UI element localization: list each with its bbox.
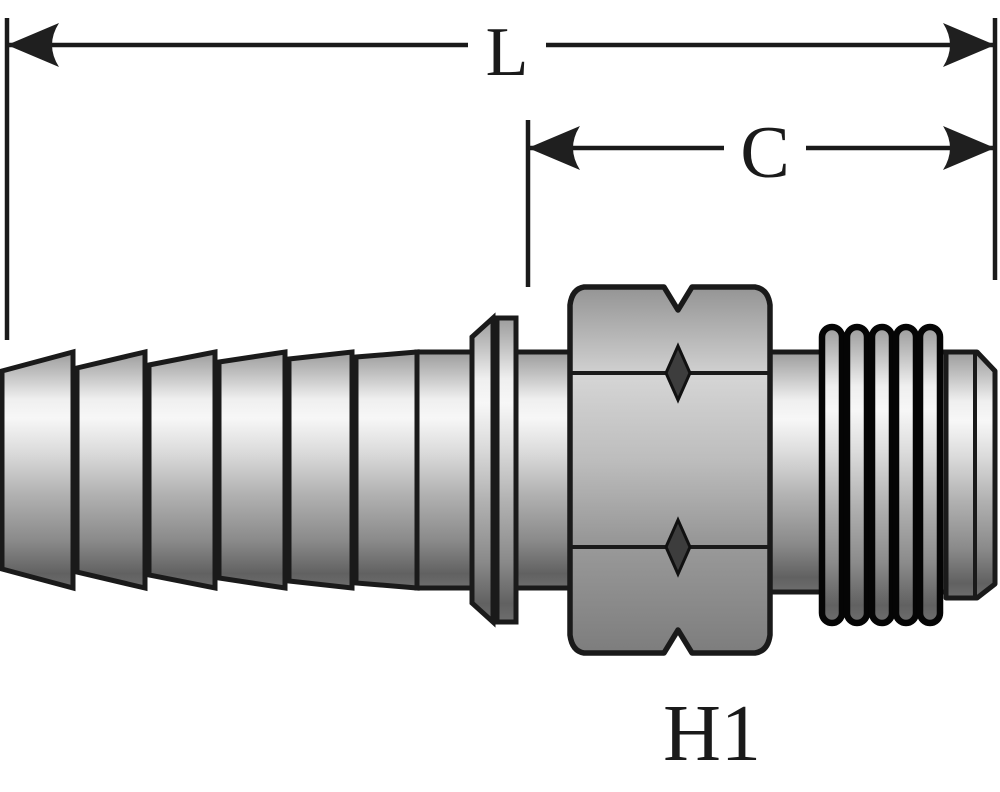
hex-nut-outline xyxy=(567,284,773,656)
hex-diamond-marker-upper xyxy=(664,342,692,404)
hex-size-label: H1 xyxy=(663,690,761,778)
arrowhead-right-icon xyxy=(943,126,995,170)
thread-ridge-4 xyxy=(892,323,920,627)
male-thread-end xyxy=(767,323,998,627)
fitting-tip xyxy=(943,349,998,601)
arrowhead-left-icon xyxy=(528,126,580,170)
hex-diamond-marker-lower xyxy=(664,516,692,578)
stem-cylinder xyxy=(414,349,475,591)
collar-ring xyxy=(494,315,519,625)
arrowhead-left-icon xyxy=(7,23,59,67)
barb-1 xyxy=(0,348,76,592)
dimension-c: C xyxy=(525,112,995,287)
thread-ridge-3 xyxy=(868,323,896,627)
barb-4 xyxy=(216,349,288,591)
arrowhead-right-icon xyxy=(943,23,995,67)
thread-ridge-1 xyxy=(818,323,846,627)
dimension-l-label: L xyxy=(486,14,529,91)
thread-ridge-2 xyxy=(843,323,871,627)
dimension-c-label: C xyxy=(740,112,789,194)
thread-ridge-5 xyxy=(916,323,944,627)
barb-2 xyxy=(74,348,148,592)
barbed-stem xyxy=(0,312,573,628)
barb-6 xyxy=(353,349,420,591)
collar-chamfer xyxy=(469,312,496,628)
hex-nut xyxy=(567,284,773,656)
hex-face-bottom xyxy=(570,547,770,653)
collar-neck xyxy=(513,349,573,591)
dimension-l: L xyxy=(4,14,998,340)
barb-3 xyxy=(146,348,218,592)
hex-face-middle xyxy=(570,373,770,547)
barb-5 xyxy=(286,349,355,591)
